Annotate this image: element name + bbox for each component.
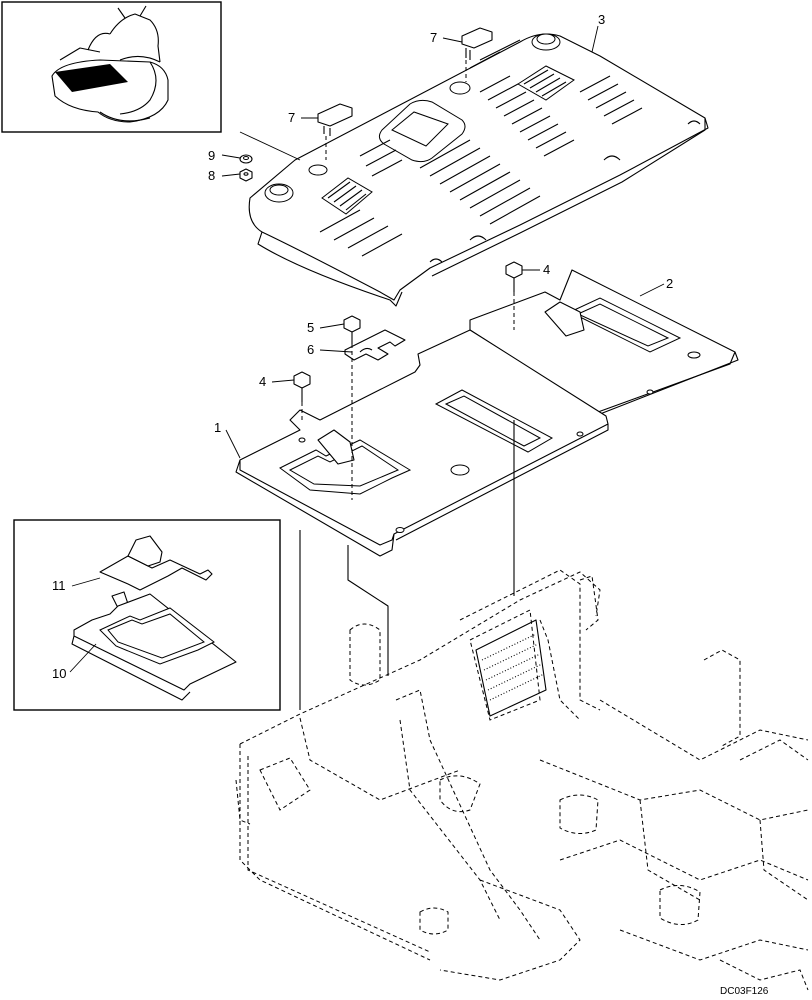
grille-panel — [475, 619, 547, 717]
assembly-axis-lines — [239, 60, 515, 710]
callout-labels: 3 7 7 9 8 4 2 5 6 4 1 11 10 DC03F126 — [52, 12, 769, 997]
variant-inset-frame — [13, 519, 281, 711]
callout-5: 5 — [307, 320, 314, 335]
callout-7-lower: 7 — [288, 110, 295, 125]
washer-part-9 — [239, 154, 253, 164]
callout-4-left: 4 — [259, 374, 266, 389]
location-inset-frame — [1, 1, 222, 133]
plate-part-10 — [71, 593, 237, 701]
cap-part-7-lower — [317, 103, 353, 136]
callout-6: 6 — [307, 342, 314, 357]
machine-frame-hidden-lines — [235, 569, 809, 991]
callout-11: 11 — [52, 578, 66, 593]
bracket-part-6 — [344, 329, 406, 361]
callout-10: 10 — [52, 666, 66, 681]
callout-3: 3 — [598, 12, 605, 27]
bolt-part-5 — [343, 315, 361, 344]
floor-plate-part-2 — [469, 269, 739, 415]
callout-2: 2 — [666, 276, 673, 291]
floor-plate-part-1 — [235, 329, 609, 557]
callout-8: 8 — [208, 168, 215, 183]
drawing-code: DC03F126 — [720, 986, 769, 997]
bolt-part-4-right — [505, 261, 523, 292]
callout-9: 9 — [208, 148, 215, 163]
callout-leaders — [69, 25, 665, 673]
seat-location-icon — [51, 5, 169, 123]
nut-part-8 — [239, 168, 253, 182]
callout-7-upper: 7 — [430, 30, 437, 45]
callout-4-right: 4 — [543, 262, 550, 277]
mat-ribs — [319, 39, 643, 257]
floor-mat-part-3 — [248, 33, 709, 307]
bolt-part-4-left — [293, 371, 311, 402]
plate-part-11 — [99, 535, 213, 609]
cap-part-7-upper — [461, 27, 493, 60]
callout-1: 1 — [214, 420, 221, 435]
